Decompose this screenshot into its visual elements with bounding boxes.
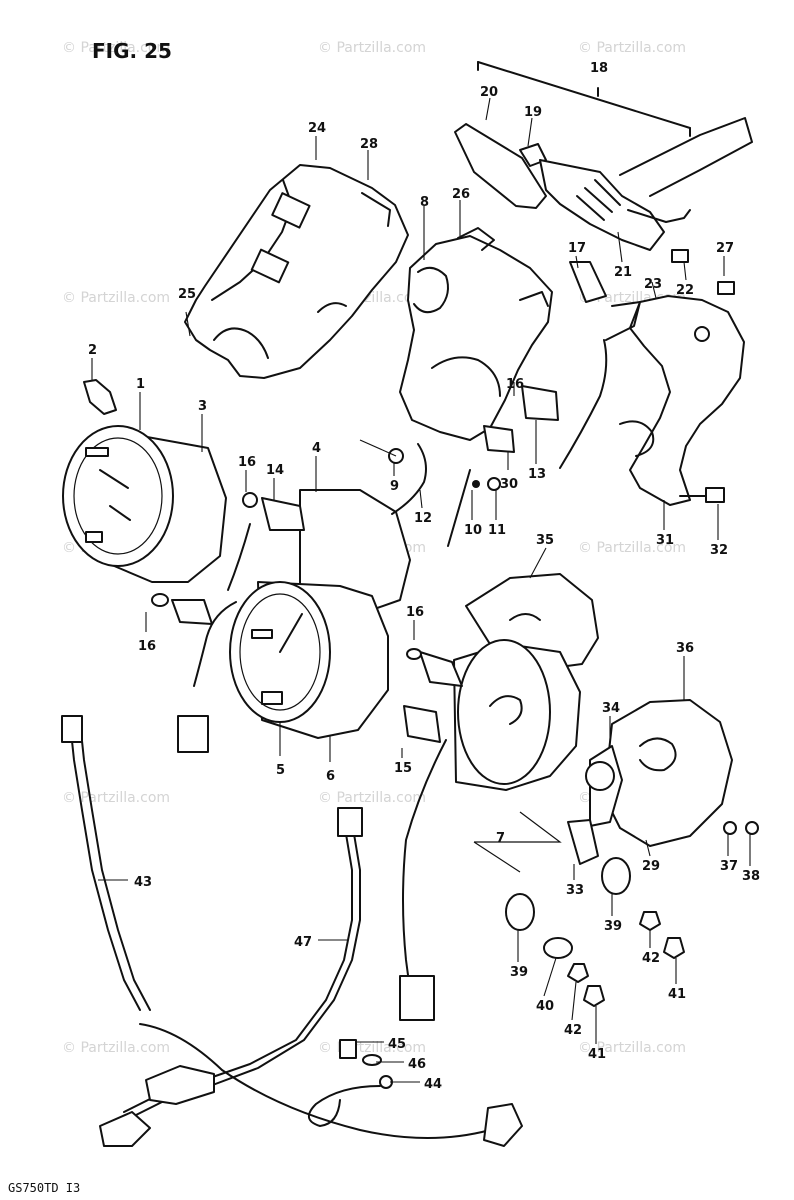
callout-43: 43: [134, 875, 152, 890]
callout-20: 20: [480, 85, 498, 100]
handlebar-switch-assembly: [454, 61, 753, 251]
callout-10: 10: [464, 523, 482, 538]
callout-25: 25: [178, 287, 196, 302]
callout-42: 42: [564, 1023, 582, 1038]
watermark: © Partzilla.com: [62, 290, 170, 306]
callout-36: 36: [676, 641, 694, 656]
callout-39: 39: [604, 919, 622, 934]
meter-lower-housing: [399, 227, 553, 441]
meter-bracket: [559, 295, 745, 506]
callout-21: 21: [614, 265, 632, 280]
callout-37: 37: [720, 859, 738, 874]
callout-1: 1: [136, 377, 145, 392]
callout-6: 6: [326, 769, 335, 784]
callout-32: 32: [710, 543, 728, 558]
tachometer: [177, 489, 411, 753]
callout-33: 33: [566, 883, 584, 898]
callout-13: 13: [528, 467, 546, 482]
callout-16: 16: [506, 377, 524, 392]
callout-17: 17: [568, 241, 586, 256]
callout-41: 41: [668, 987, 686, 1002]
callout-34: 34: [602, 701, 620, 716]
leader-lines: [91, 97, 751, 1083]
figure-title: FIG. 25: [92, 39, 172, 63]
callout-45: 45: [388, 1037, 406, 1052]
callout-18: 18: [590, 61, 608, 76]
callout-29: 29: [642, 859, 660, 874]
callout-46: 46: [408, 1057, 426, 1072]
callout-14: 14: [266, 463, 284, 478]
callout-2: 2: [88, 343, 97, 358]
watermark: © Partzilla.com: [62, 1040, 170, 1056]
watermark: © Partzilla.com: [62, 40, 170, 56]
watermark: © Partzilla.com: [578, 540, 686, 556]
callout-26: 26: [452, 187, 470, 202]
callout-39: 39: [510, 965, 528, 980]
callout-8: 8: [420, 195, 429, 210]
watermark: © Partzilla.com: [578, 1040, 686, 1056]
callout-38: 38: [742, 869, 760, 884]
model-code: GS750TD I3: [8, 1181, 80, 1195]
callout-28: 28: [360, 137, 378, 152]
part-labels: 2 1 3 4 16 14 16 5 6 16 15 24 28 25 8 26…: [88, 61, 760, 1092]
callout-5: 5: [276, 763, 285, 778]
callout-19: 19: [524, 105, 542, 120]
callout-16: 16: [238, 455, 256, 470]
callout-44: 44: [424, 1077, 442, 1092]
bulb-sockets: [151, 261, 615, 865]
callout-47: 47: [294, 935, 312, 950]
callout-24: 24: [308, 121, 326, 136]
callout-15: 15: [394, 761, 412, 776]
callout-40: 40: [536, 999, 554, 1014]
meter-upper-cover: [184, 164, 409, 379]
watermark: © Partzilla.com: [318, 790, 426, 806]
callout-23: 23: [644, 277, 662, 292]
callout-7: 7: [496, 831, 505, 846]
callout-27: 27: [716, 241, 734, 256]
callout-9: 9: [390, 479, 399, 494]
callout-22: 22: [676, 283, 694, 298]
callout-3: 3: [198, 399, 207, 414]
callout-16: 16: [406, 605, 424, 620]
callout-30: 30: [500, 477, 518, 492]
callout-4: 4: [312, 441, 321, 456]
callout-11: 11: [488, 523, 506, 538]
callout-41: 41: [588, 1047, 606, 1062]
watermark: © Partzilla.com: [578, 40, 686, 56]
indicator-lamp-unit: [453, 573, 599, 791]
speedometer: [62, 379, 227, 583]
callout-31: 31: [656, 533, 674, 548]
watermark: © Partzilla.com: [318, 40, 426, 56]
callout-35: 35: [536, 533, 554, 548]
callout-42: 42: [642, 951, 660, 966]
small-hardware: [308, 249, 759, 1127]
callout-12: 12: [414, 511, 432, 526]
callout-16: 16: [138, 639, 156, 654]
meter-cables: [61, 715, 523, 1147]
